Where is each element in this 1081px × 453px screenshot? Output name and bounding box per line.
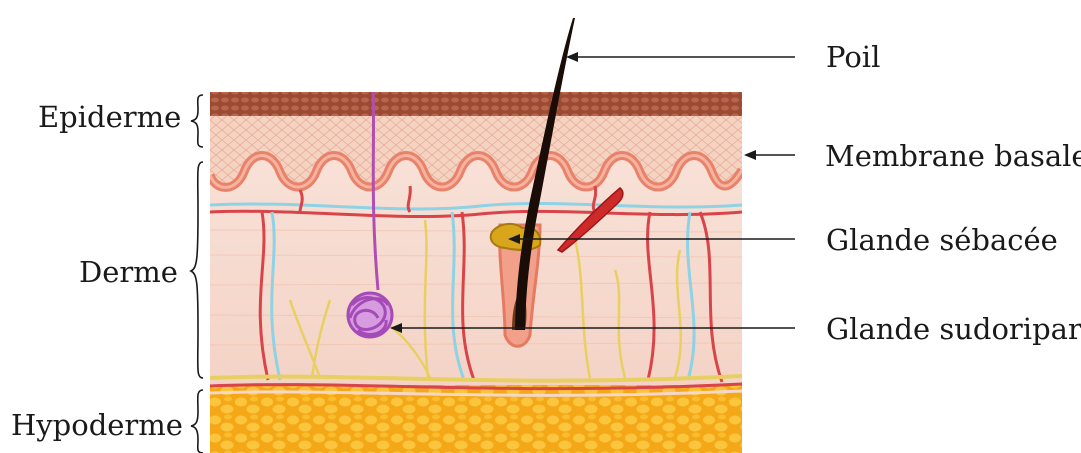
label-epidermis: Epiderme bbox=[38, 103, 181, 132]
label-hypodermis: Hypoderme bbox=[11, 411, 183, 440]
label-basement-membrane: Membrane basale bbox=[825, 142, 1081, 171]
label-hair: Poil bbox=[826, 43, 880, 72]
label-sebaceous-gland: Glande sébacée bbox=[826, 226, 1058, 255]
stratum-corneum bbox=[210, 92, 742, 116]
epidermis-brace bbox=[191, 95, 203, 147]
label-dermis: Derme bbox=[79, 258, 178, 287]
skin-tissue bbox=[210, 92, 742, 453]
sweat-gland bbox=[348, 293, 392, 337]
label-sweat-gland: Glande sudoripare bbox=[826, 315, 1081, 344]
hypodermis-brace bbox=[191, 390, 203, 453]
dermis-brace bbox=[191, 162, 203, 378]
